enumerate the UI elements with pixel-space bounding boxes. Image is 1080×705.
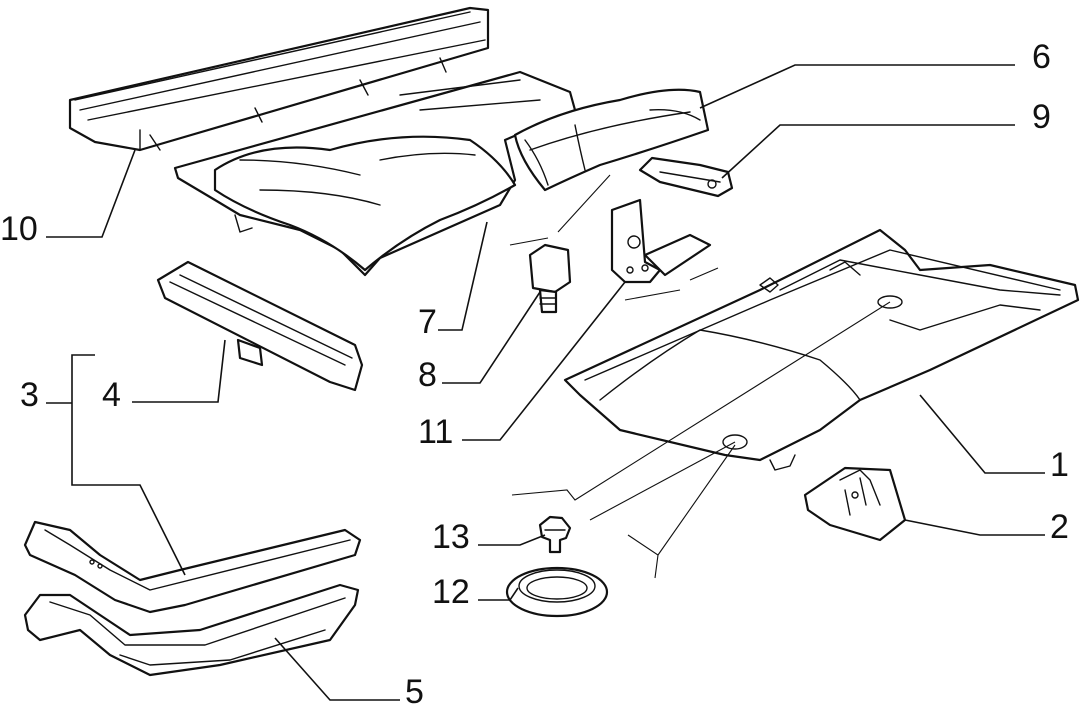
part-3-side-rail (23, 520, 362, 614)
callout-9: 9 (1032, 98, 1051, 136)
callout-1: 1 (1050, 446, 1069, 484)
part-8-clip (528, 243, 572, 314)
part-7-tunnel-floor (173, 70, 577, 277)
callout-4: 4 (102, 376, 121, 414)
part-13-plug (538, 515, 572, 554)
callout-2: 2 (1050, 508, 1069, 546)
part-12-grommet (505, 566, 609, 618)
part-5-side-rail (23, 583, 360, 677)
callout-5: 5 (405, 673, 424, 705)
part-2-small-bracket (803, 466, 907, 542)
callout-labels: 10 6 9 7 8 11 1 2 3 4 5 13 12 (0, 38, 1069, 705)
callout-13: 13 (432, 518, 470, 556)
callout-8: 8 (418, 356, 437, 394)
callout-12: 12 (432, 573, 470, 611)
callout-7: 7 (418, 303, 437, 341)
part-4-cross-member (156, 260, 364, 392)
callout-10: 10 (0, 210, 38, 248)
leader-lines (46, 64, 1045, 701)
part-6-rear-tunnel (513, 88, 710, 192)
part-10-top-rail (68, 6, 490, 152)
part-11-bracket (610, 198, 712, 284)
part-9-bracket-plate (638, 156, 734, 198)
callout-6: 6 (1032, 38, 1051, 76)
callout-11: 11 (418, 413, 453, 451)
callout-3: 3 (20, 376, 39, 414)
